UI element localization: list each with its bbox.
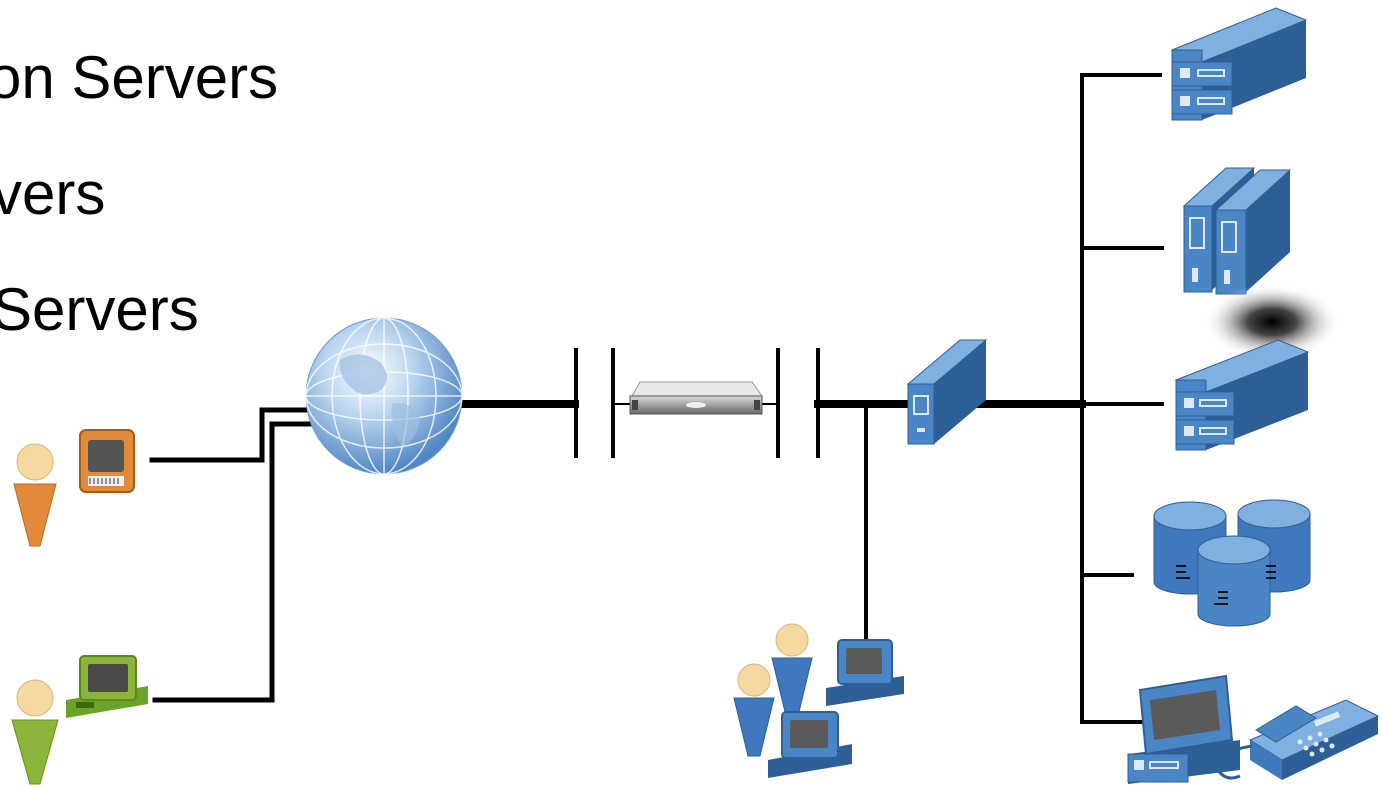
terminal-icon: [79, 429, 135, 493]
database-icon: [1153, 499, 1311, 627]
bullet-text-2: vers: [0, 160, 106, 227]
remote-user-green: [11, 655, 148, 785]
user-group-icon: [733, 623, 904, 778]
bullet-text-1: on Servers: [0, 44, 279, 111]
computer-icon: [1127, 674, 1240, 784]
phone-icon: [1216, 699, 1380, 780]
switch-icon: [906, 339, 988, 445]
remote-user-orange: [13, 429, 135, 547]
rack-server-icon: [629, 381, 763, 415]
shadow: [1204, 284, 1340, 360]
bullet-text-3: Servers: [0, 276, 199, 343]
user-icon: [13, 443, 57, 547]
server-icon: [1174, 339, 1310, 451]
user-icon: [11, 679, 59, 785]
globe-icon: [305, 317, 463, 475]
link-remote-2: [152, 421, 313, 703]
connection-lines: [149, 73, 1164, 724]
link-remote-1: [149, 407, 313, 463]
server-icon: [1170, 7, 1308, 121]
tower-server-icon: [1182, 167, 1292, 295]
computer-icon: [66, 655, 148, 718]
